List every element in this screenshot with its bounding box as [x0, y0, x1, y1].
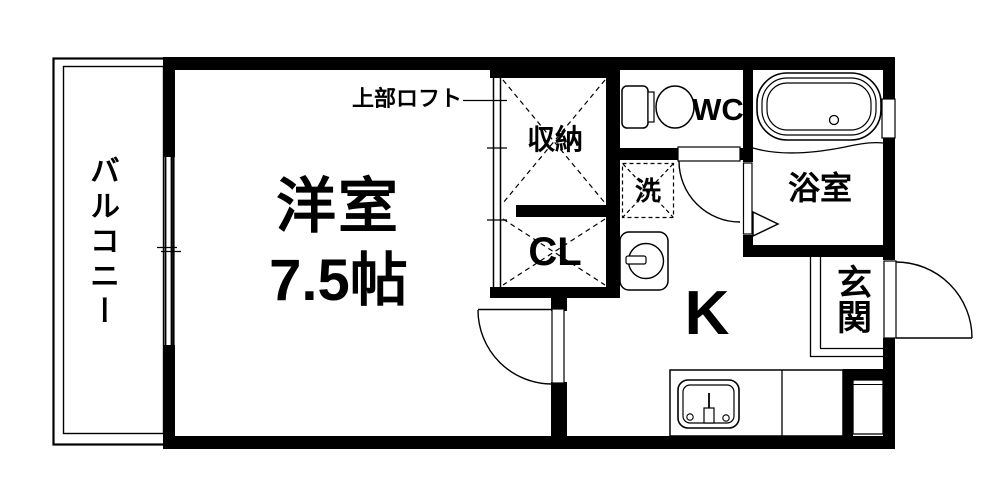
kitchen-sink-icon: [677, 379, 740, 429]
wall-right-2: [883, 137, 895, 260]
label-closet: CL: [528, 230, 582, 274]
label-toilet: WC: [692, 92, 744, 127]
washbasin-icon: [619, 231, 669, 291]
wall-wc-right: [740, 148, 745, 160]
wall-closet-top: [490, 57, 620, 78]
wall-room-k-lower: [551, 382, 567, 437]
walls: [163, 57, 895, 449]
balcony-sliding-window: [157, 157, 181, 345]
closet-sliding-door: [463, 78, 507, 287]
label-laundry: 洗: [634, 176, 661, 206]
label-western-room: 洋室: [276, 173, 400, 240]
bathroom-window: [881, 98, 896, 139]
wall-left-lower: [163, 345, 175, 449]
label-storage: 収納: [526, 124, 583, 155]
label-kitchen: K: [684, 279, 730, 348]
wc-door: [677, 146, 741, 223]
label-entrance: 玄関: [832, 264, 871, 334]
label-balcony: バルコニー: [85, 155, 118, 330]
wall-genkan-pillar: [843, 369, 853, 437]
wall-bath-bottom: [743, 245, 895, 257]
wall-closet-right: [606, 70, 620, 298]
shoe-cabinet: [852, 379, 884, 435]
wall-bath-left-upper: [743, 70, 753, 162]
bathtub-icon: [752, 72, 884, 154]
wall-wc-left: [620, 148, 678, 160]
wall-genkan-bar: [843, 369, 895, 380]
wall-right-1: [883, 57, 895, 100]
wall-closet-divider: [516, 205, 608, 217]
wall-left-upper: [163, 57, 175, 157]
label-loft-note: 上部ロフト: [351, 86, 462, 111]
label-western-room-size: 7.5帖: [269, 248, 408, 313]
wall-bottom: [163, 436, 895, 449]
entrance-door: [883, 260, 973, 339]
label-bathroom: 浴室: [787, 170, 852, 206]
wall-right-3: [883, 338, 895, 449]
entrance-step: [809, 257, 883, 358]
wall-room-k-stub: [551, 298, 567, 311]
toilet-icon: [621, 85, 695, 129]
washing-machine-space: [621, 162, 675, 219]
bath-folding-door: [742, 162, 780, 238]
room-door: [477, 308, 565, 385]
storage-x-mark: [502, 79, 606, 286]
wall-closet-bottom: [490, 287, 620, 298]
